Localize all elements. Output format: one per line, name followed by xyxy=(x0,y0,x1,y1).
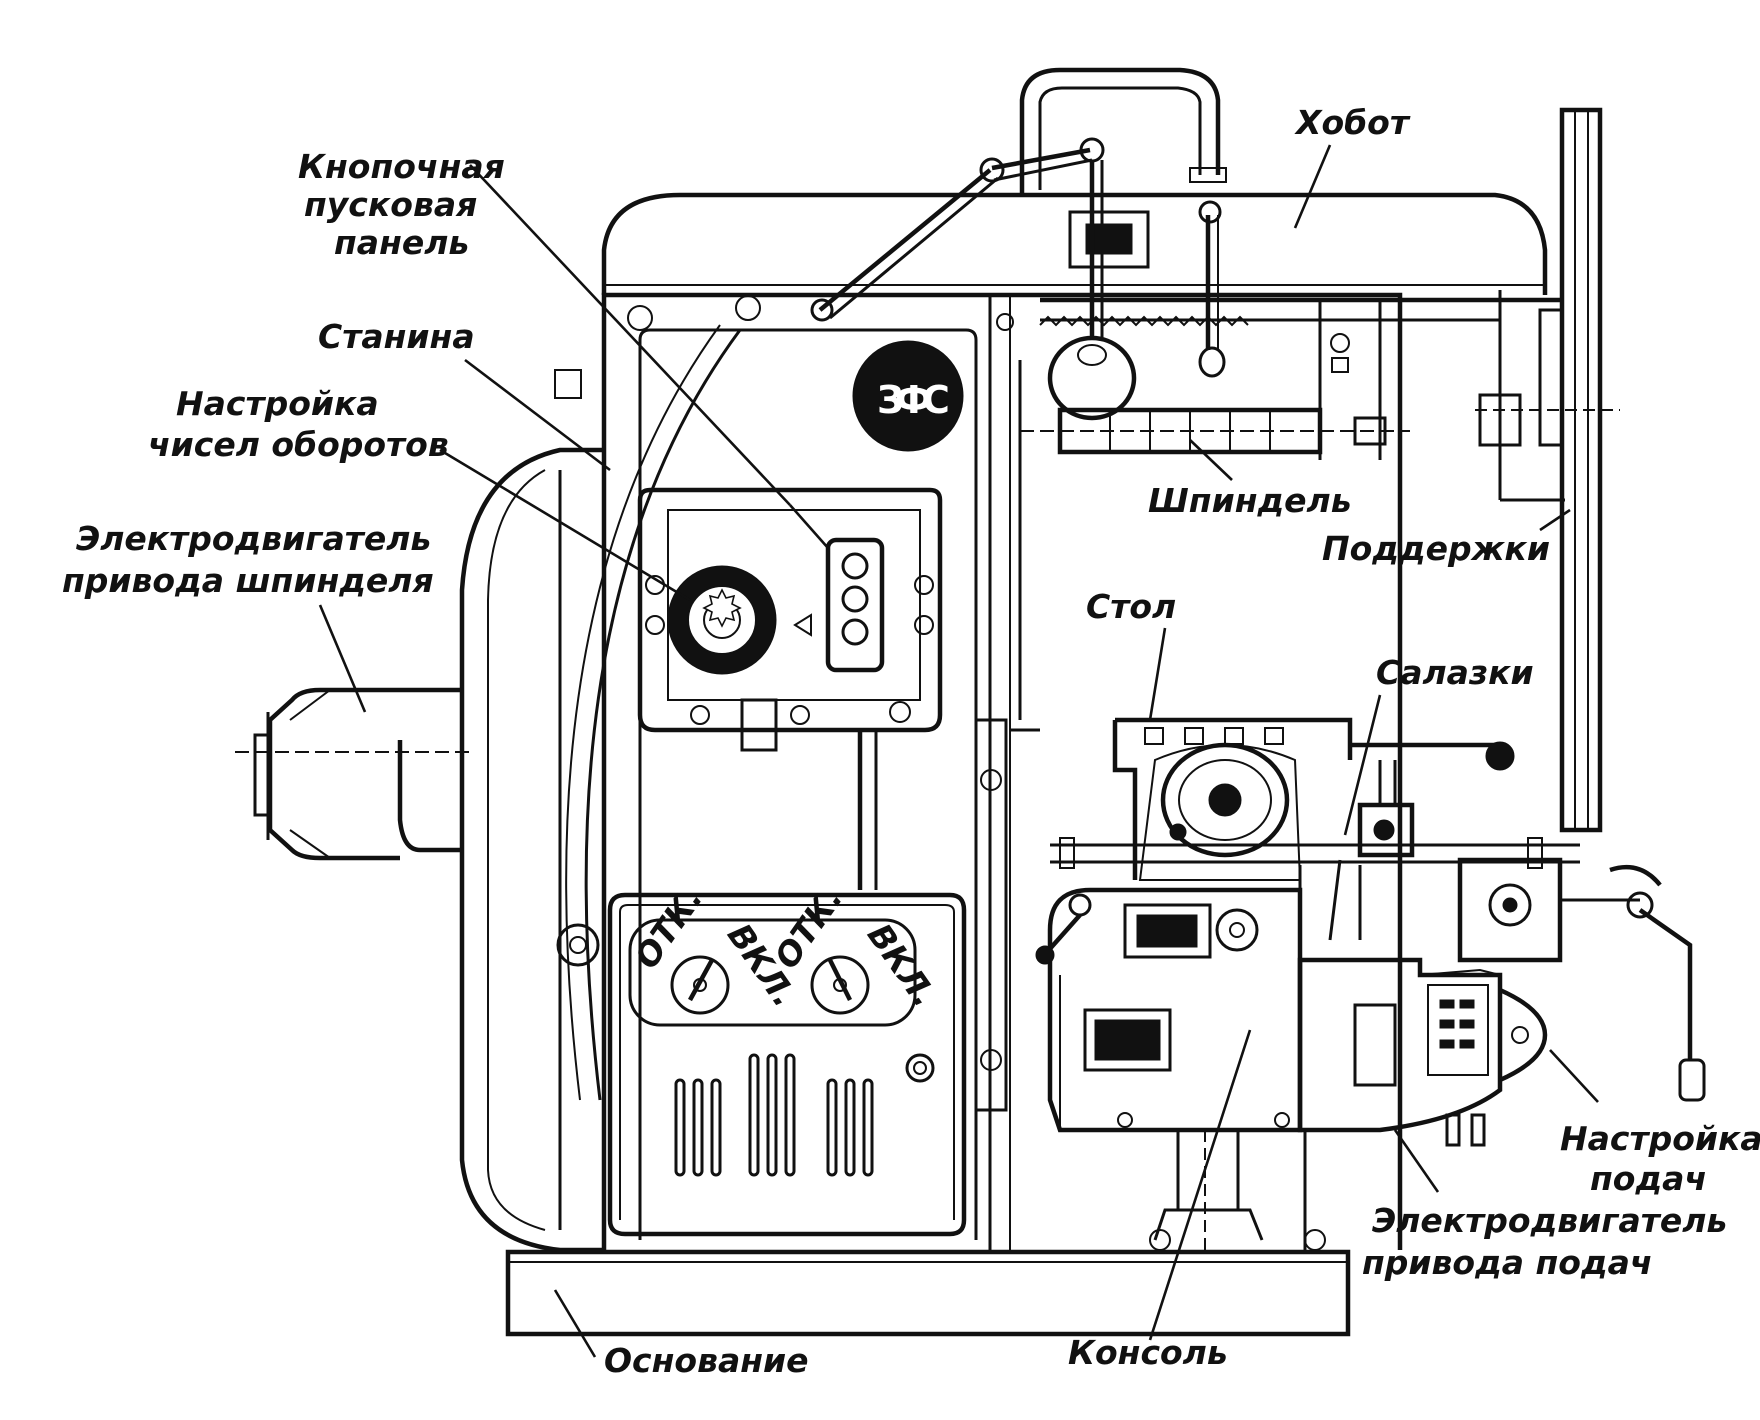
label-spindle-motor-2: привода шпинделя xyxy=(62,561,434,600)
column-body xyxy=(459,192,1548,1253)
label-button-panel-2: пусковая xyxy=(304,185,477,224)
speed-control-box xyxy=(637,487,943,890)
leader-lines xyxy=(318,144,1599,1358)
label-knee: Консоль xyxy=(1068,1333,1228,1372)
label-overarm: Хобот xyxy=(1294,103,1411,142)
label-base: Основание xyxy=(604,1341,809,1380)
badge-letter-right: С xyxy=(922,378,950,422)
overarm xyxy=(1039,210,1560,327)
electrical-cabinet: ОТК. ВКЛ. ОТК. ВКЛ. xyxy=(607,880,967,1237)
feed-motor xyxy=(1297,957,1548,1147)
label-feed-motor-2: привода подач xyxy=(1362,1243,1653,1282)
label-button-panel-1: Кнопочная xyxy=(298,147,505,186)
support-arm xyxy=(1498,107,1603,833)
label-feed-motor-1: Электродвигатель xyxy=(1372,1201,1727,1240)
saddle xyxy=(1298,760,1415,941)
label-spindle-motor-1: Электродвигатель xyxy=(76,519,431,558)
label-feed-setting-2: подач xyxy=(1590,1159,1707,1198)
label-supports: Поддержки xyxy=(1322,529,1550,568)
knee-console xyxy=(1035,887,1326,1251)
manufacturer-badge: З Ф С xyxy=(852,340,964,452)
label-speed-setting-1: Настройка xyxy=(176,384,379,423)
side-fitting xyxy=(554,369,600,967)
work-table xyxy=(1050,717,1580,881)
label-speed-setting-2: чисел оборотов xyxy=(148,425,449,464)
base-plate xyxy=(505,1249,1351,1337)
label-saddle: Салазки xyxy=(1376,653,1534,692)
spindle xyxy=(1020,300,1620,460)
guide-ways xyxy=(974,360,1040,1112)
label-feed-setting-1: Настройка xyxy=(1560,1119,1760,1158)
linkage xyxy=(810,137,1226,421)
label-button-panel-3: панель xyxy=(334,223,469,262)
label-spindle: Шпиндель xyxy=(1148,481,1352,520)
feed-handwheel xyxy=(1457,857,1706,1102)
badge-letter-left: З xyxy=(877,378,904,422)
switch2-on-label: ВКЛ. xyxy=(860,916,945,1014)
spindle-motor xyxy=(235,687,475,861)
lifting-handle xyxy=(1019,67,1227,195)
label-table: Стол xyxy=(1086,587,1176,626)
callout-labels: Кнопочная пусковая панель Хобот Станина … xyxy=(62,103,1760,1380)
label-column: Станина xyxy=(318,317,475,356)
badge-letter-center: Ф xyxy=(895,378,933,422)
